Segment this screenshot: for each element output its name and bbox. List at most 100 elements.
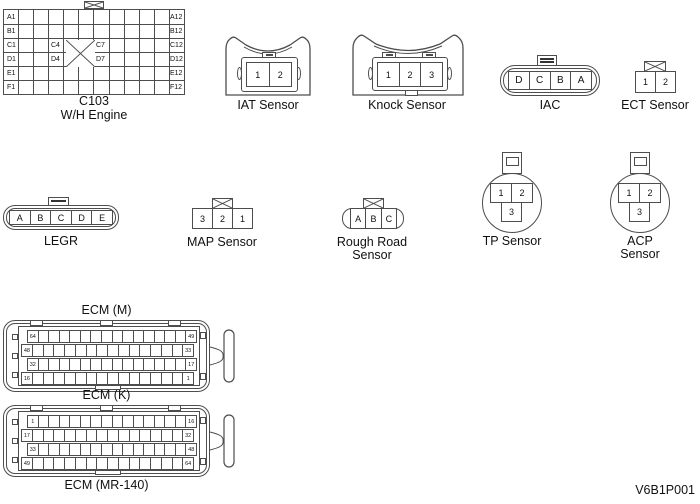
pin-cell xyxy=(48,39,63,52)
pin-cell xyxy=(48,416,59,427)
pin-cell xyxy=(85,373,97,384)
pin-cell xyxy=(18,53,33,66)
pin-cell xyxy=(78,10,93,24)
pin-cell xyxy=(160,345,172,356)
pin-cell xyxy=(69,359,80,370)
pin-cell: 2 xyxy=(212,209,232,228)
pin-label: E12 xyxy=(170,70,183,77)
rough-road-label: Rough Road xyxy=(336,235,408,249)
pin-cell xyxy=(138,81,154,94)
c103-name: C103 xyxy=(79,94,109,108)
pin-label: E1 xyxy=(7,70,16,77)
pin-label: F12 xyxy=(170,84,183,91)
pin-cell xyxy=(123,81,139,94)
pin-cell xyxy=(100,359,112,370)
pin-label: D4 xyxy=(51,56,60,63)
pin-cell xyxy=(123,53,139,66)
ecm-latch-icon xyxy=(200,373,206,380)
acp-key-tab-icon xyxy=(630,152,650,174)
knock-lock-slot-icon xyxy=(386,54,393,56)
pin-cell xyxy=(33,39,48,52)
pin-cell: 17 xyxy=(185,359,196,370)
pin-cell xyxy=(48,444,59,455)
knock-label: Knock Sensor xyxy=(368,98,446,112)
pin-cell: 1 xyxy=(255,69,261,80)
pin-cell xyxy=(108,67,124,80)
pin-cell xyxy=(18,39,33,52)
iat-lock-tab-icon xyxy=(262,52,276,58)
tp-label: TP Sensor xyxy=(482,234,542,248)
pin-cell xyxy=(48,10,63,24)
ecm-bottom-tab-icon xyxy=(95,385,121,390)
pin-cell xyxy=(79,331,91,342)
legr-tab-stripe-icon xyxy=(51,199,66,202)
pin-cell xyxy=(74,430,86,441)
pin-cell xyxy=(37,359,49,370)
pin-label: C1 xyxy=(7,42,16,49)
pin-cell xyxy=(150,345,161,356)
pin-cell xyxy=(100,331,112,342)
ecm-m-outer-shell xyxy=(3,320,210,392)
pin-cell xyxy=(33,53,48,66)
pin-cell xyxy=(122,444,133,455)
pin-cell xyxy=(37,444,49,455)
pin-cell xyxy=(96,373,107,384)
pin-cell xyxy=(122,331,133,342)
pin-cell xyxy=(18,81,33,94)
pin-cell xyxy=(153,359,165,370)
pin-cell xyxy=(58,359,70,370)
pin-cell xyxy=(108,53,124,66)
pin-cell xyxy=(58,444,70,455)
pin-label: F1 xyxy=(7,84,16,91)
pin-cell xyxy=(132,444,144,455)
pin-cell: B xyxy=(365,208,380,229)
pin-cell xyxy=(37,331,49,342)
pin-cell xyxy=(48,81,63,94)
ecm-k-footer-label: ECM (MR-140) xyxy=(64,478,149,492)
pin-cell: B xyxy=(29,211,51,224)
pin-cell xyxy=(171,430,183,441)
acp-label2: Sensor xyxy=(620,247,660,261)
c103-keyway-icon xyxy=(84,1,104,9)
ecm-m-label: ECM (M) xyxy=(81,303,132,317)
pin-label: B1 xyxy=(7,28,16,35)
pin-label: D7 xyxy=(96,56,105,63)
pin-cell xyxy=(93,67,108,80)
pin-cell xyxy=(78,81,93,94)
pin-cell xyxy=(42,430,54,441)
pin-cell xyxy=(79,444,91,455)
ecm-latch-icon xyxy=(12,457,18,463)
pin-cell xyxy=(64,345,75,356)
ecm-k-lever-icon xyxy=(210,414,235,468)
ecm-top-tab-icon xyxy=(168,321,181,326)
pin-cell: 1 xyxy=(626,188,632,198)
ecm-latch-icon xyxy=(200,417,206,424)
pin-cell xyxy=(139,373,150,384)
pin-cell xyxy=(153,331,165,342)
pin-cell xyxy=(153,53,169,66)
pin-cell xyxy=(132,359,144,370)
map-label: MAP Sensor xyxy=(187,235,257,249)
pin-cell xyxy=(117,430,129,441)
pin-cell xyxy=(78,25,93,38)
pin-cell xyxy=(111,359,123,370)
pin-cell xyxy=(63,25,78,38)
pin-cell: 33 xyxy=(29,446,36,453)
pin-cell xyxy=(168,53,184,66)
pin-cell xyxy=(123,39,139,52)
ecm-k-outer-shell xyxy=(3,405,210,477)
pin-cell xyxy=(168,10,184,24)
pin-cell xyxy=(90,331,101,342)
knock-lock-tab-icon xyxy=(422,52,436,58)
pin-cell xyxy=(174,416,186,427)
figure-code: V6B1P001 xyxy=(635,483,695,497)
ecm-k-label: ECM (K) xyxy=(82,388,131,402)
pin-cell xyxy=(18,67,33,80)
pin-cell xyxy=(42,458,54,469)
pin-cell: 49 xyxy=(23,460,30,467)
pin-cell xyxy=(53,430,64,441)
pin-cell xyxy=(150,373,161,384)
pin-cell xyxy=(111,331,123,342)
